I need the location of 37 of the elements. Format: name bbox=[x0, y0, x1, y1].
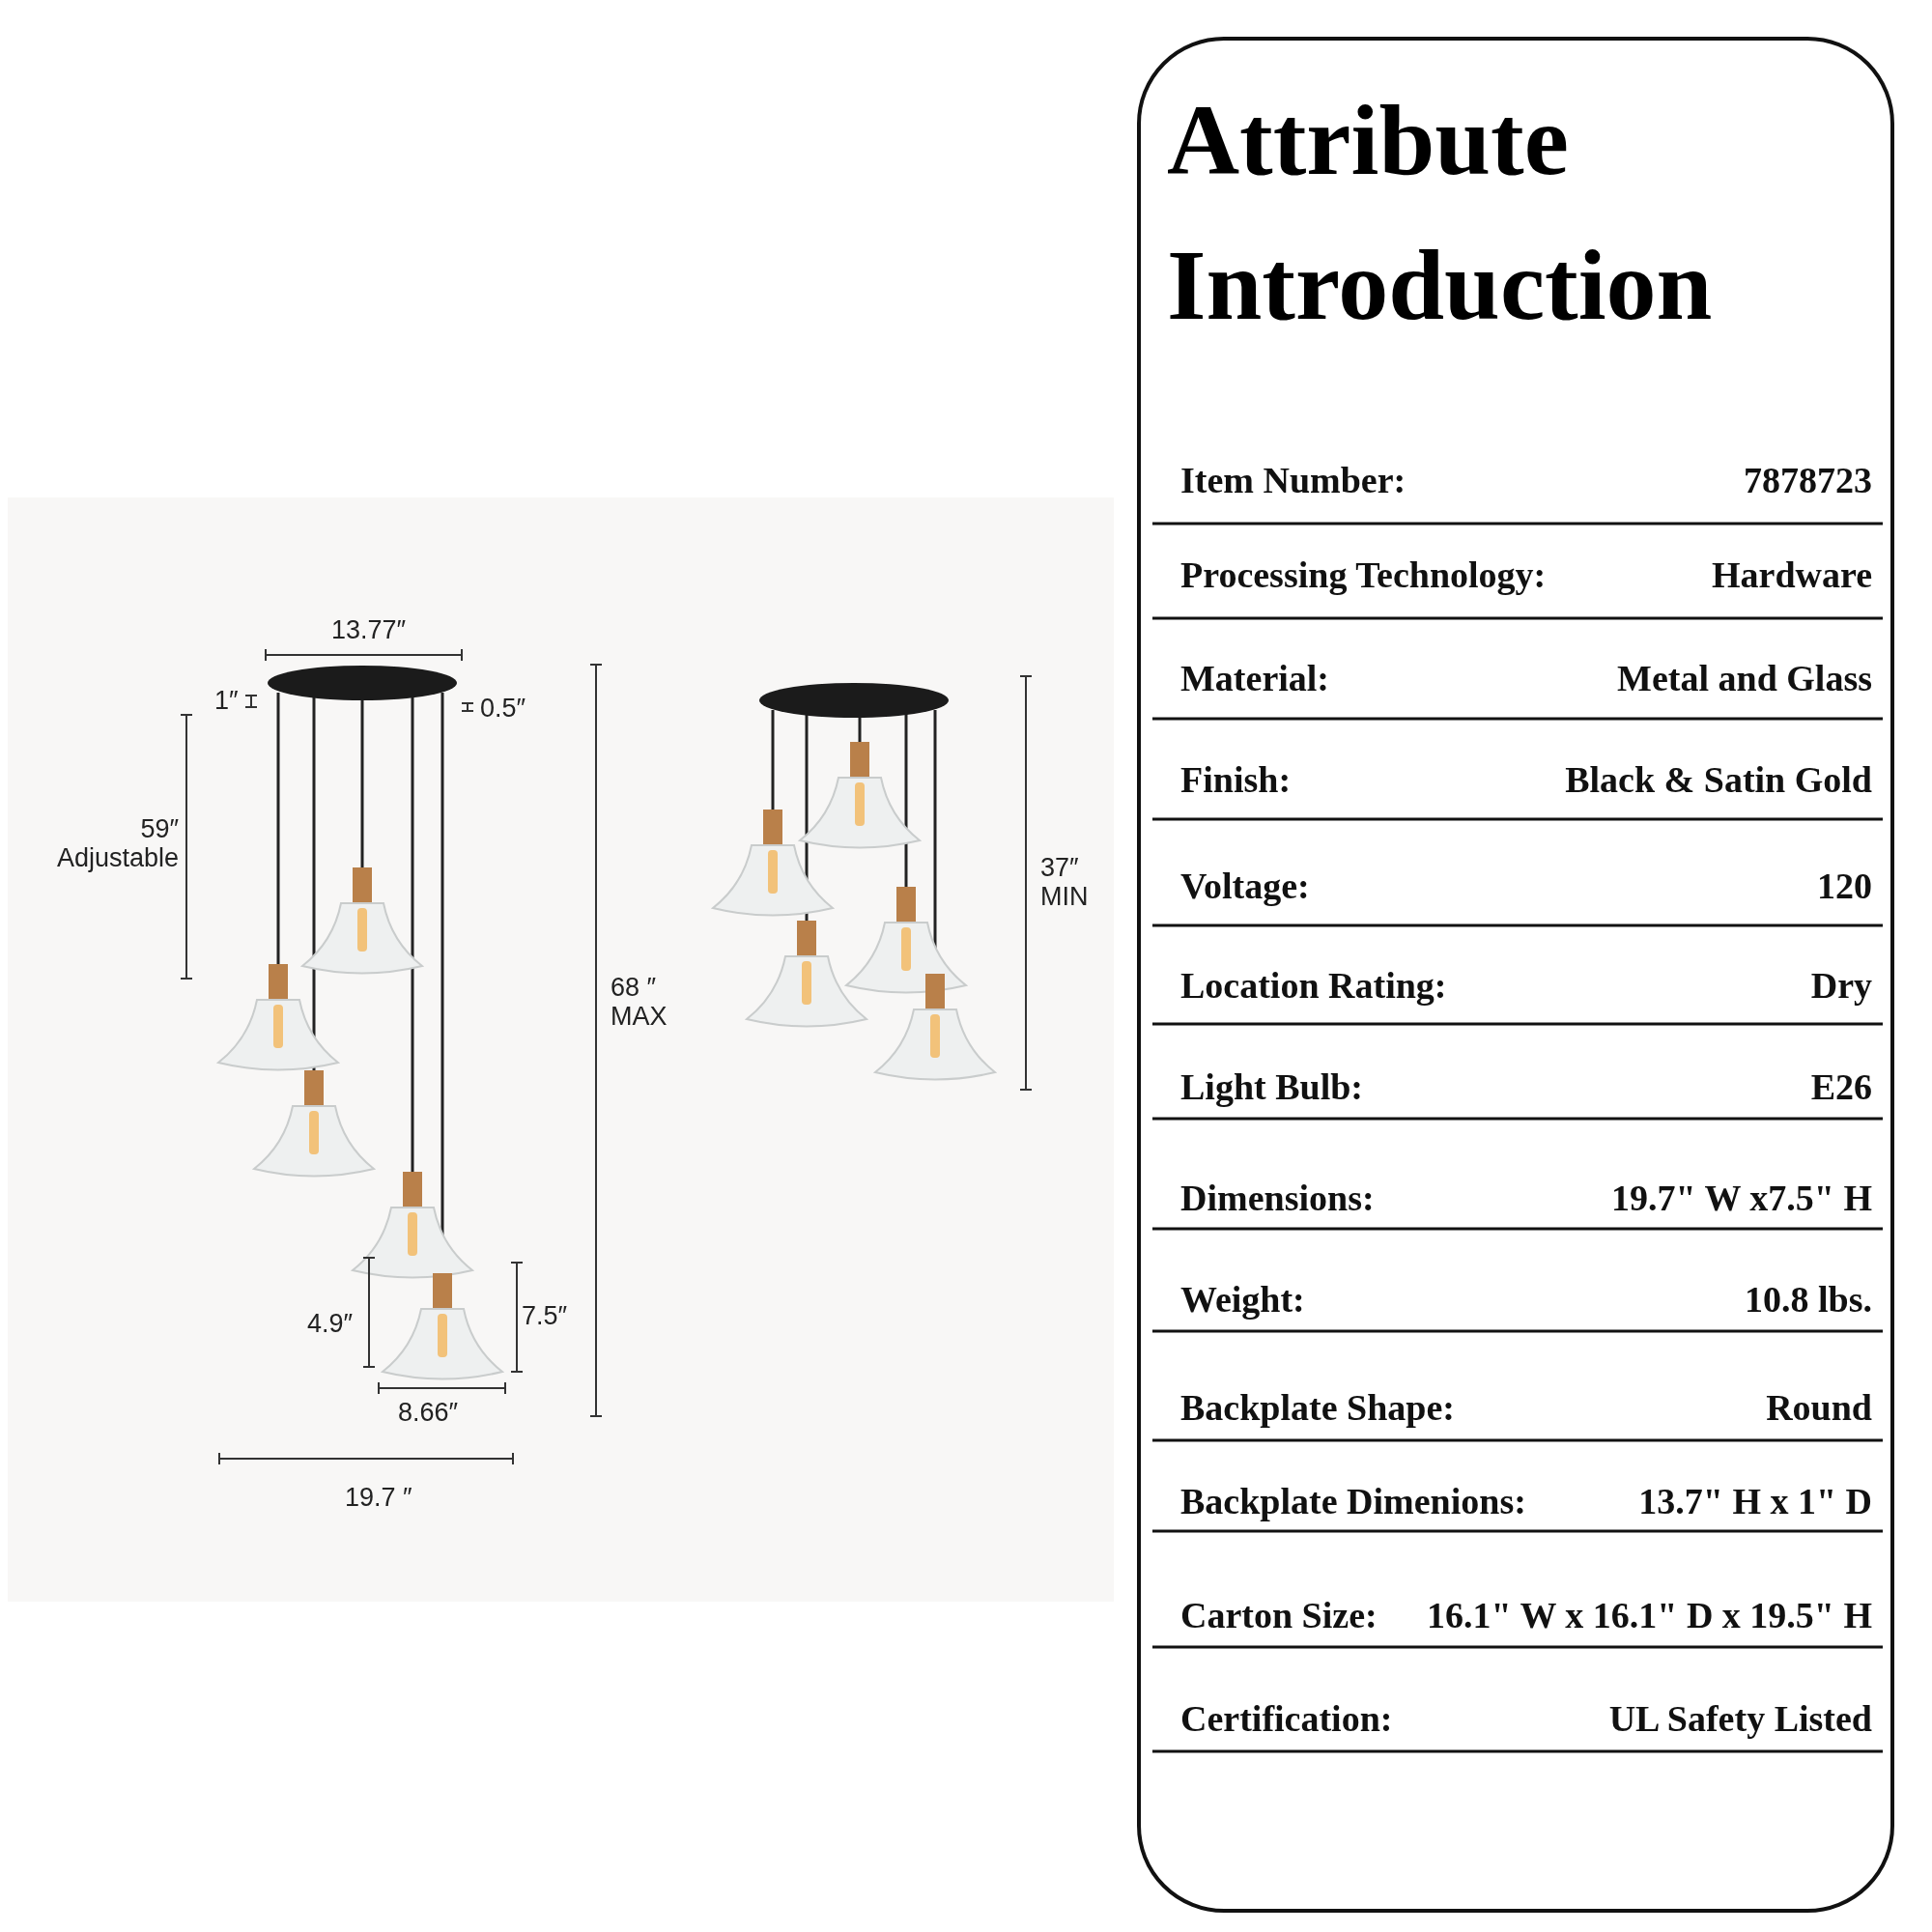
dimension-label: 19.7 ″ bbox=[345, 1483, 412, 1512]
attribute-value: Hardware bbox=[1711, 554, 1872, 596]
attribute-value: Dry bbox=[1810, 964, 1872, 1007]
attribute-value: E26 bbox=[1810, 1065, 1872, 1108]
heading: Attribute Introduction bbox=[1167, 83, 1714, 342]
dimension-label: 0.5″ bbox=[480, 694, 526, 723]
attribute-name: Voltage: bbox=[1180, 865, 1310, 907]
attribute-value: 10.8 lbs. bbox=[1745, 1278, 1872, 1321]
attribute-value: 19.7" W x7.5" H bbox=[1611, 1177, 1872, 1219]
dimension-label: 68 ″ MAX bbox=[611, 973, 668, 1031]
attribute-name: Processing Technology: bbox=[1180, 554, 1547, 596]
attribute-name: Carton Size: bbox=[1180, 1594, 1378, 1636]
attribute-value: UL Safety Listed bbox=[1608, 1697, 1872, 1740]
attribute-value: Metal and Glass bbox=[1617, 657, 1872, 699]
attribute-name: Backplate Shape: bbox=[1180, 1386, 1455, 1429]
attribute-value: 13.7" H x 1" D bbox=[1638, 1480, 1872, 1522]
dimension-label: 13.77″ bbox=[331, 615, 407, 644]
attribute-name: Backplate Dimenions: bbox=[1180, 1480, 1526, 1522]
dimension-label: 8.66″ bbox=[398, 1398, 459, 1427]
dimension-label: 59″ Adjustable bbox=[55, 814, 179, 872]
dimension-label: 7.5″ bbox=[522, 1301, 568, 1330]
attribute-name: Location Rating: bbox=[1180, 964, 1447, 1007]
attribute-value: Round bbox=[1766, 1386, 1872, 1429]
attribute-name: Finish: bbox=[1180, 758, 1292, 801]
attribute-name: Certification: bbox=[1180, 1697, 1393, 1740]
attribute-name: Light Bulb: bbox=[1180, 1065, 1364, 1108]
attribute-name: Item Number: bbox=[1180, 459, 1406, 501]
attribute-value: Black & Satin Gold bbox=[1565, 758, 1872, 801]
attribute-name: Dimensions: bbox=[1180, 1177, 1375, 1219]
attribute-value: 16.1" W x 16.1" D x 19.5" H bbox=[1427, 1594, 1872, 1636]
attribute-value: 7878723 bbox=[1744, 459, 1872, 501]
dimension-label: 37″ MIN bbox=[1040, 853, 1090, 911]
attribute-name: Material: bbox=[1180, 657, 1330, 699]
attribute-name: Weight: bbox=[1180, 1278, 1305, 1321]
dimension-label: 1″ bbox=[214, 686, 239, 715]
attribute-value: 120 bbox=[1817, 865, 1872, 907]
dimension-label: 4.9″ bbox=[307, 1309, 354, 1338]
